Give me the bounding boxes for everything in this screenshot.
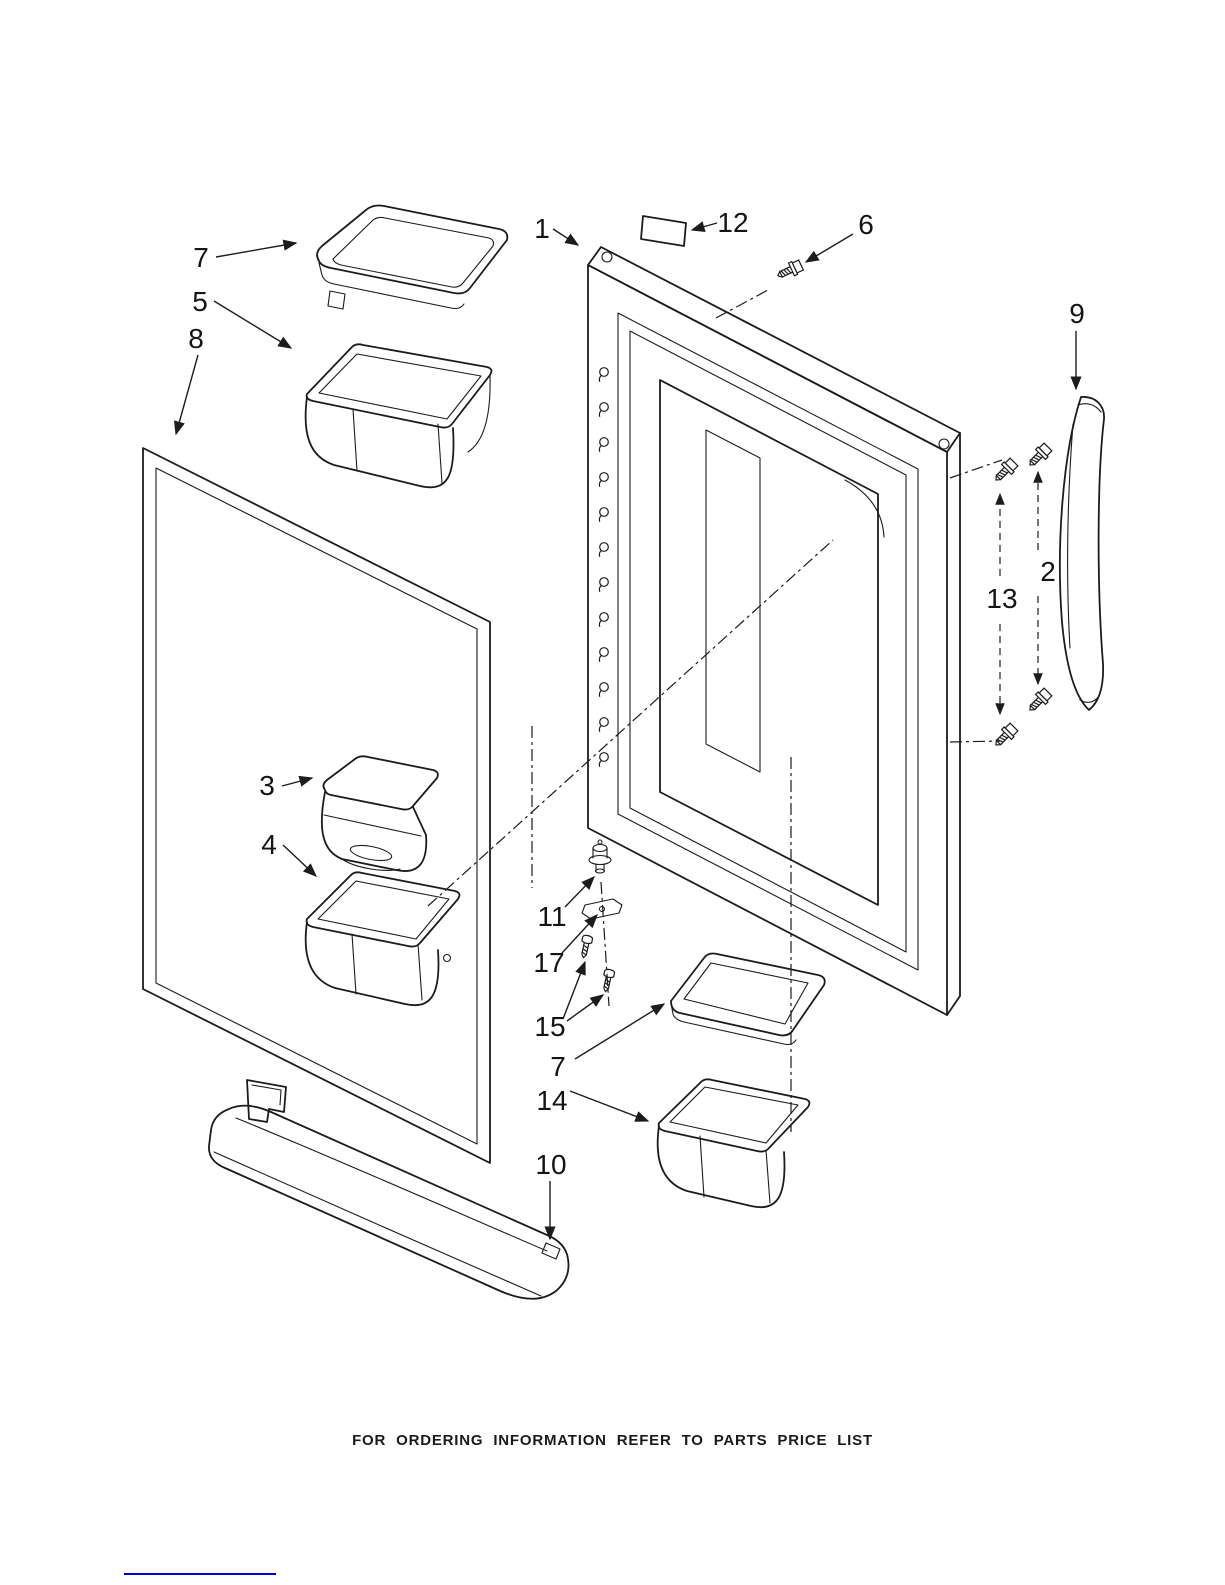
grommet-11	[588, 839, 612, 874]
footer-link[interactable]	[124, 1573, 276, 1575]
door-gasket-outer	[617, 312, 919, 971]
callout-6: 6	[858, 209, 874, 240]
callout-labels: 7 5 8 1 12 6 9 2 13 3 4 11 17 15 7 14 10	[188, 207, 1085, 1180]
callout-8: 8	[188, 323, 204, 354]
door-bin-14	[656, 1078, 811, 1209]
screw-13-top	[990, 456, 1020, 486]
callout-9: 9	[1069, 298, 1085, 329]
bottom-rail	[208, 1079, 570, 1300]
handle-screws	[990, 441, 1054, 751]
door-inner-channel	[705, 429, 761, 773]
screw-13-bottom	[990, 721, 1020, 751]
ordering-info-note: FOR ORDERING INFORMATION REFER TO PARTS …	[352, 1432, 873, 1449]
door-bin-4	[304, 871, 461, 1007]
screw-2-top	[1024, 441, 1054, 471]
callout-2: 2	[1040, 556, 1056, 587]
callout-17: 17	[533, 947, 564, 978]
door-inner-liner-edge	[659, 379, 879, 906]
callout-5: 5	[192, 286, 208, 317]
callout-10: 10	[535, 1149, 566, 1180]
door-liner-panel	[142, 447, 491, 1164]
callout-1: 1	[534, 213, 550, 244]
callout-7-bottom: 7	[550, 1051, 566, 1082]
door-handle	[1059, 396, 1105, 711]
hinge-hole-left	[601, 251, 613, 263]
callout-7-top: 7	[193, 242, 209, 273]
bracket-17	[581, 898, 623, 920]
callout-3: 3	[259, 770, 275, 801]
callout-15: 15	[534, 1011, 565, 1042]
shelf-tray-bottom	[670, 952, 826, 1046]
shelf-tray-top	[316, 204, 509, 310]
screw-2-bottom	[1024, 686, 1054, 716]
butter-dish	[320, 755, 439, 872]
screw-6	[774, 258, 805, 283]
door-shelf-hole-column	[598, 367, 609, 768]
callout-4: 4	[261, 829, 277, 860]
alignment-lines	[427, 289, 1003, 1132]
nameplate	[640, 215, 687, 247]
door-assembly	[587, 246, 961, 1016]
door-bin-5	[304, 343, 493, 489]
leader-lines	[173, 221, 1082, 1241]
door-gasket-inner	[629, 330, 907, 953]
hinge-hole-right	[938, 438, 950, 450]
callout-13: 13	[986, 583, 1017, 614]
callout-12: 12	[717, 207, 748, 238]
callout-11: 11	[537, 901, 566, 932]
callout-14: 14	[536, 1085, 567, 1116]
